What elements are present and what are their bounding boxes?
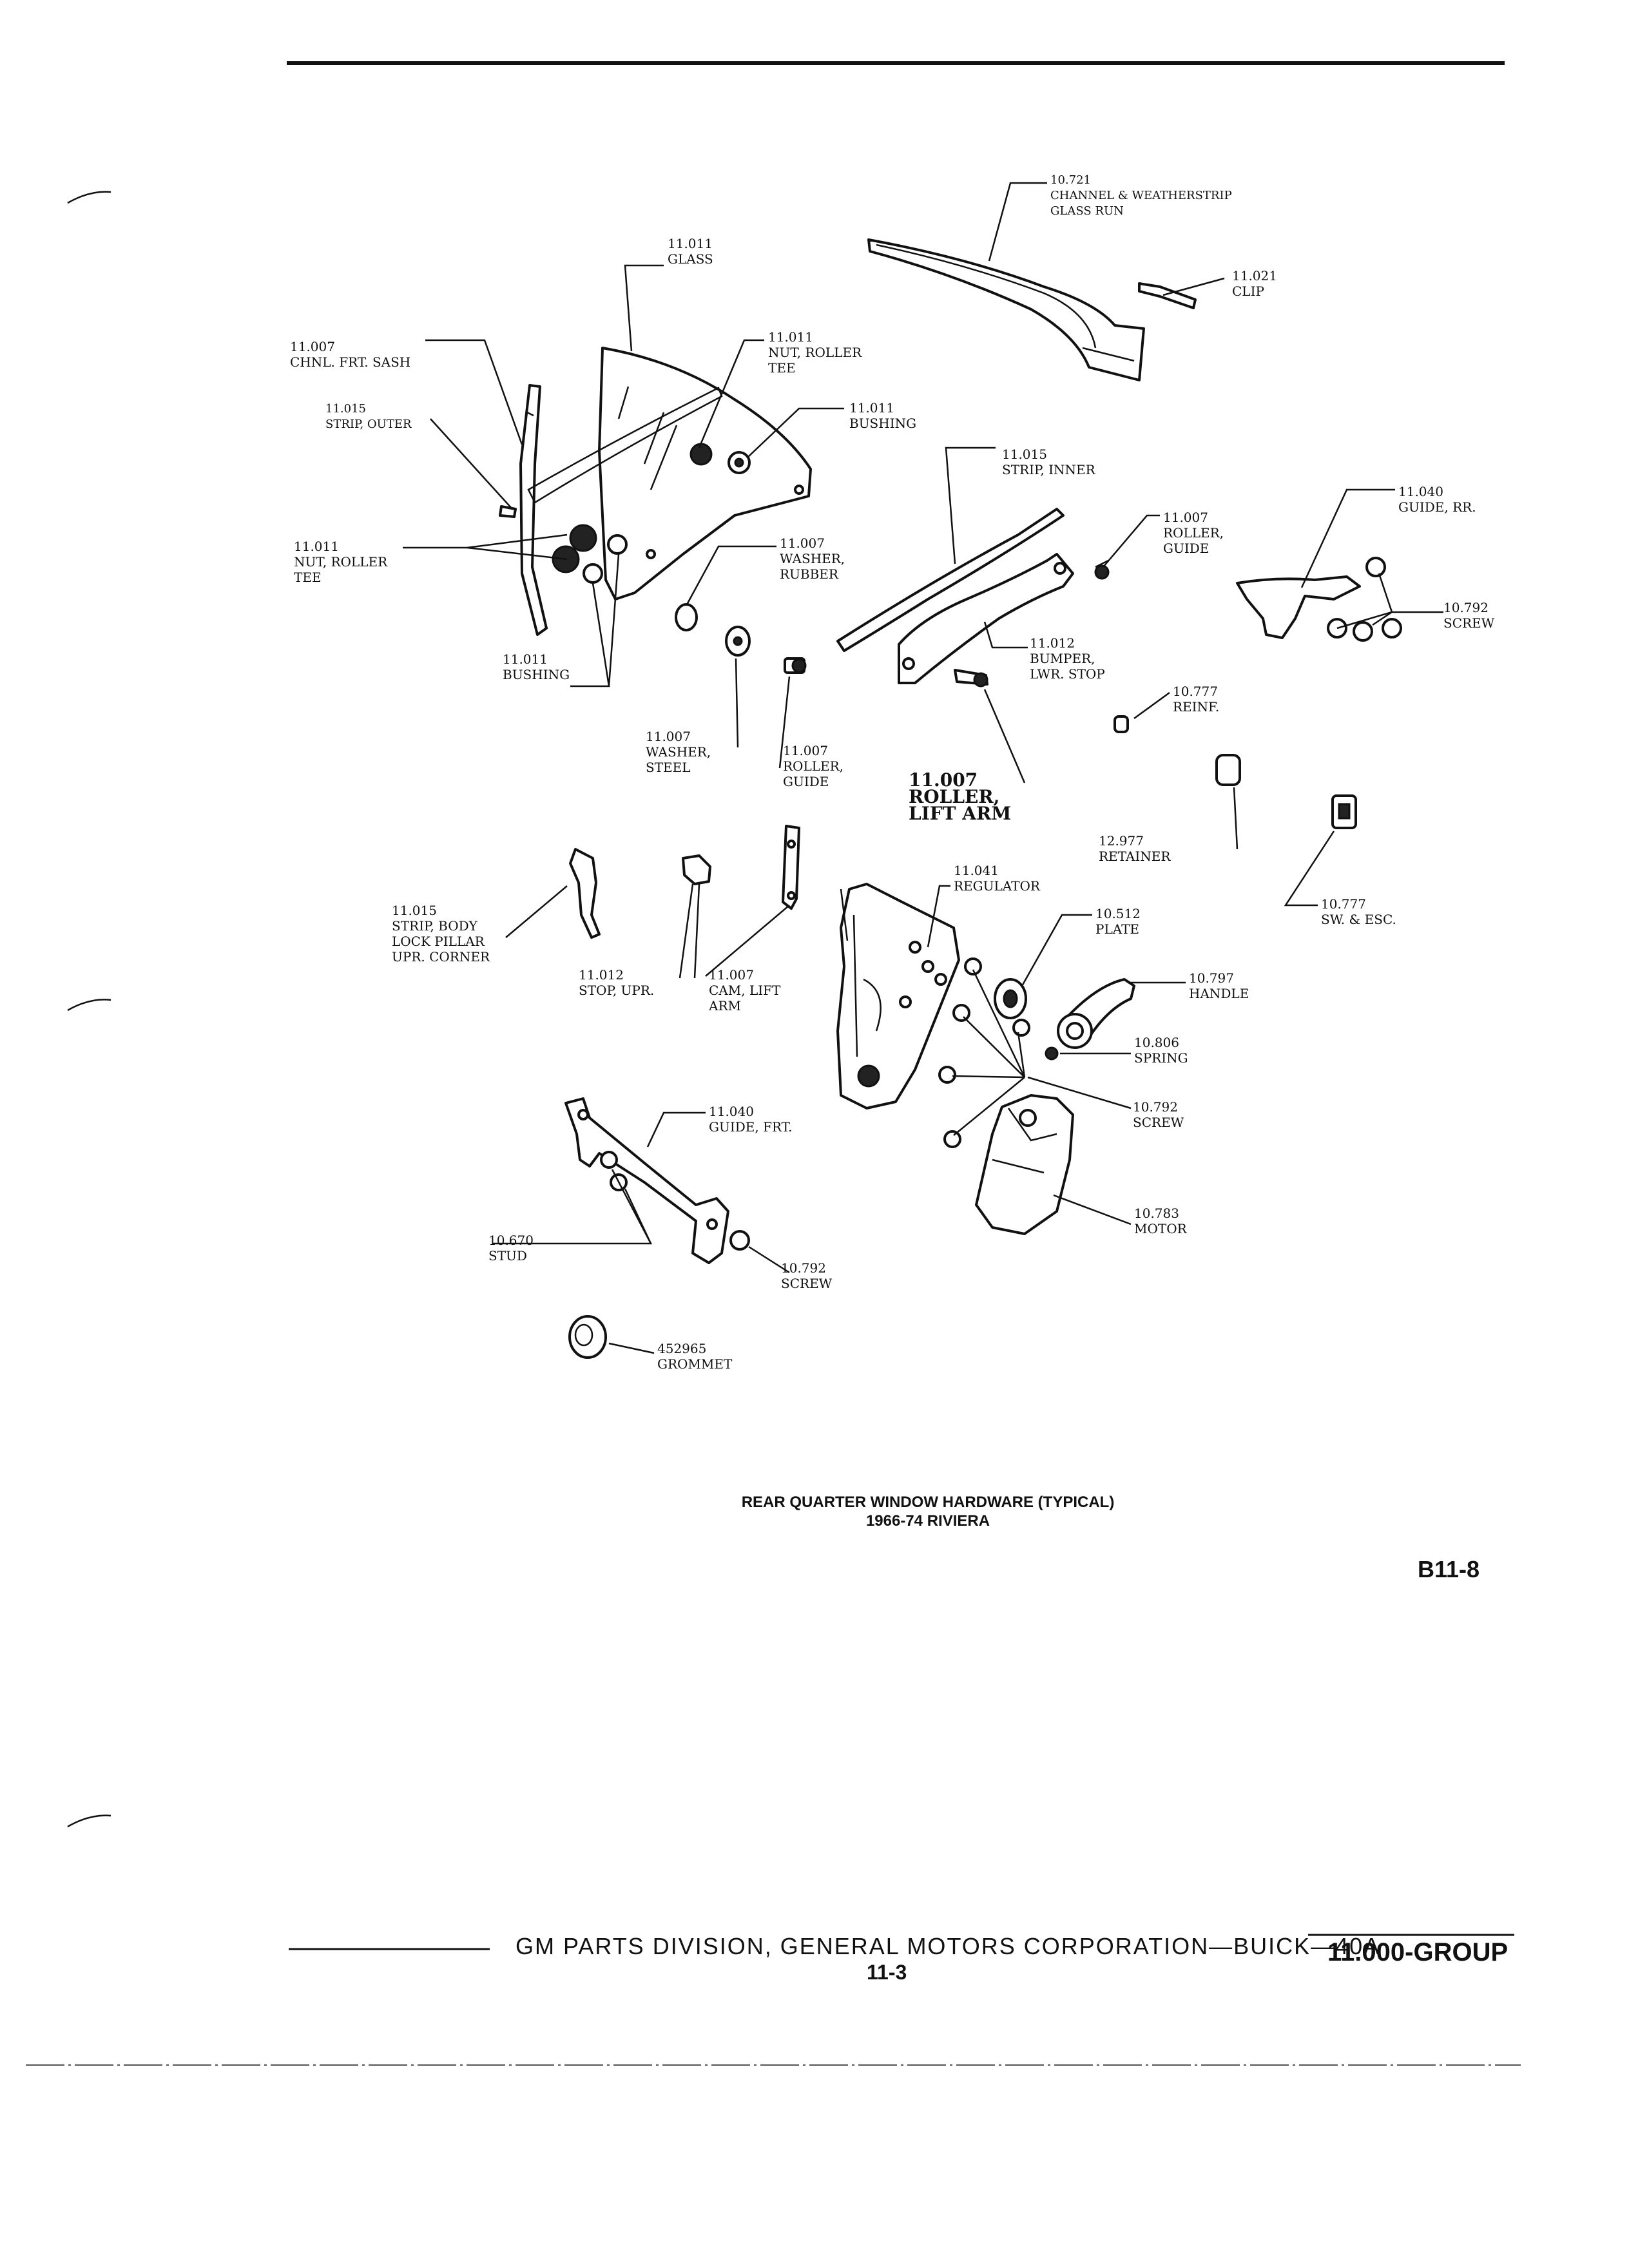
reinf-part [1113,715,1129,733]
screw [964,957,982,975]
footer-division: GM PARTS DIVISION, GENERAL MOTORS CORPOR… [516,1933,1381,1959]
screw [952,1004,970,1022]
inner-strip-part [836,508,1065,652]
bushing [607,534,628,555]
grommet-part [568,1315,607,1359]
motor-part [975,1094,1074,1235]
bumper-bracket-part [898,553,1074,684]
figure-title-line2: 1966-74 RIVIERA [865,1512,990,1530]
spring-part [1045,1046,1059,1061]
bushing [583,563,603,584]
front-guide-part [564,1097,750,1264]
upper-stop-part [682,854,711,885]
screw [943,1130,961,1148]
glass-part [527,347,812,601]
footer-page-number: 11-3 [867,1961,907,1984]
lower-stop-bumper [954,669,988,687]
clip-part [1138,282,1197,309]
handle-part [1057,978,1135,1049]
channel-weatherstrip-part [867,238,1145,381]
binder-mark [67,1814,111,1828]
guide-roller-part [784,657,807,674]
binder-mark [67,191,111,204]
guide-roller-right [1094,559,1110,580]
screw [1012,1019,1030,1037]
rear-guide-part [1236,557,1402,642]
screw [938,1066,956,1084]
lift-arm-cam-part [782,825,800,910]
plate-part [994,978,1027,1019]
retainer-part [1215,754,1241,786]
footer-group: 11.000-GROUP [1327,1938,1509,1966]
switch-escutcheon-part [1331,794,1357,829]
leader-lines [403,182,1443,1354]
roller-tee-nut [569,524,597,552]
figure-code: B11-8 [1418,1556,1480,1582]
figure-title-line1: REAR QUARTER WINDOW HARDWARE (TYPICAL) [741,1494,1115,1511]
binder-mark [67,999,111,1012]
body-lock-pillar-strip-part [569,848,601,939]
